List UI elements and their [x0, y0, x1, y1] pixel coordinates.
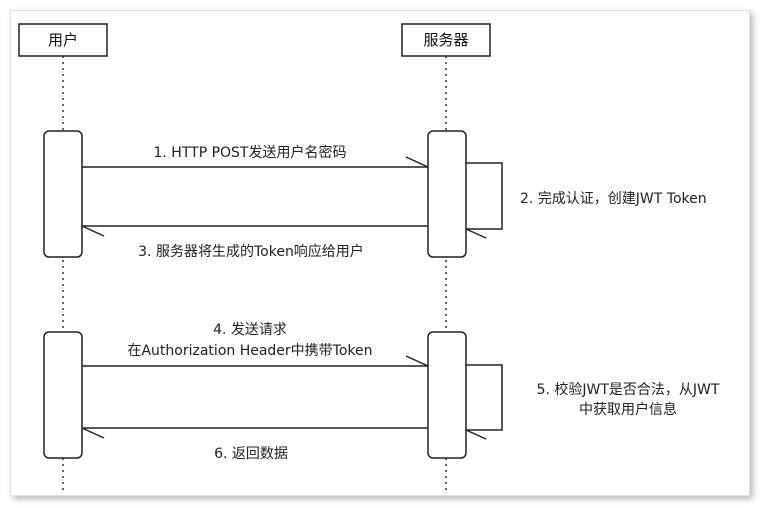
- message-1-label: 1. HTTP POST发送用户名密码: [154, 144, 347, 161]
- message-5-label-line2: 中获取用户信息: [579, 401, 677, 418]
- message-2-label: 2. 完成认证，创建JWT Token: [520, 191, 707, 207]
- message-2-self-arrow: [465, 162, 503, 239]
- message-4-label-line1: 4. 发送请求: [213, 322, 287, 338]
- server-activation-2: [427, 331, 467, 459]
- message-4-arrow: [82, 355, 429, 367]
- participant-user-label: 用户: [48, 31, 78, 49]
- user-activation-2: [43, 331, 83, 459]
- message-3-label: 3. 服务器将生成的Token响应给用户: [138, 243, 364, 260]
- message-5-self-arrow: [465, 364, 503, 440]
- server-activation-1: [427, 130, 467, 258]
- message-5-label-line1: 5. 校验JWT是否合法，从JWT: [537, 381, 720, 398]
- message-4-label-line2: 在Authorization Header中携带Token: [127, 343, 372, 359]
- participant-user: 用户: [18, 23, 108, 57]
- participant-server-label: 服务器: [423, 31, 468, 49]
- diagram-frame: [10, 10, 750, 496]
- message-6-arrow: [81, 427, 428, 439]
- message-1-arrow: [82, 156, 429, 168]
- participant-server: 服务器: [401, 23, 491, 57]
- message-6-label: 6. 返回数据: [214, 446, 288, 462]
- message-3-arrow: [81, 225, 428, 237]
- user-activation-1: [43, 130, 83, 258]
